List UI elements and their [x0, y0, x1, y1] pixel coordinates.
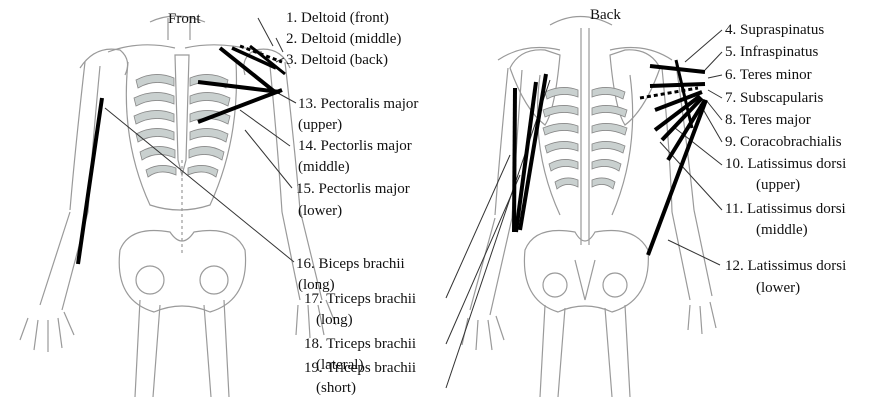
front-title: Front: [168, 11, 201, 28]
label-biceps-long: 16. Biceps brachii: [296, 256, 405, 273]
muscle-17-triceps-long: [514, 88, 515, 232]
label-triceps-long-sub: (long): [316, 312, 353, 329]
label-infraspinatus: 5. Infraspinatus: [725, 44, 818, 61]
label-deltoid-front: 1. Deltoid (front): [286, 10, 389, 27]
label-teres-minor: 6. Teres minor: [725, 67, 812, 84]
front-skeleton: [20, 16, 336, 397]
label-latissimus-lower-sub: (lower): [756, 280, 800, 297]
label-pectoralis-upper-sub: (upper): [298, 117, 342, 134]
label-latissimus-lower: 12. Latissimus dorsi: [725, 258, 846, 275]
label-deltoid-middle: 2. Deltoid (middle): [286, 31, 401, 48]
label-supraspinatus: 4. Supraspinatus: [725, 22, 824, 39]
back-ribs: [543, 87, 627, 189]
label-subscapularis: 7. Subscapularis: [725, 90, 823, 107]
muscle-16-biceps-long: [78, 98, 102, 264]
label-triceps-long: 17. Triceps brachii: [304, 291, 416, 308]
label-pectoralis-lower: 15. Pectorlis major: [296, 181, 410, 198]
label-pectoralis-lower-sub: (lower): [298, 203, 342, 220]
label-latissimus-middle: 11. Latissimus dorsi: [725, 201, 846, 218]
label-triceps-lateral: 18. Triceps brachii: [304, 336, 416, 353]
leader-lines: [105, 18, 722, 388]
label-pectoralis-middle: 14. Pectorlis major: [298, 138, 412, 155]
label-teres-major: 8. Teres major: [725, 112, 811, 129]
back-title: Back: [590, 7, 621, 24]
label-pectoralis-middle-sub: (middle): [298, 159, 350, 176]
label-triceps-short-sub: (short): [316, 380, 356, 397]
label-latissimus-upper-sub: (upper): [756, 177, 800, 194]
label-deltoid-back: 3. Deltoid (back): [286, 52, 388, 69]
label-triceps-short: 19. Triceps brachii: [304, 360, 416, 377]
label-latissimus-upper: 10. Latissimus dorsi: [725, 156, 846, 173]
muscle-5-infraspinatus: [650, 84, 705, 86]
label-pectoralis-upper: 13. Pectoralis major: [298, 96, 418, 113]
label-coracobrachialis: 9. Coracobrachialis: [725, 134, 842, 151]
label-latissimus-middle-sub: (middle): [756, 222, 808, 239]
